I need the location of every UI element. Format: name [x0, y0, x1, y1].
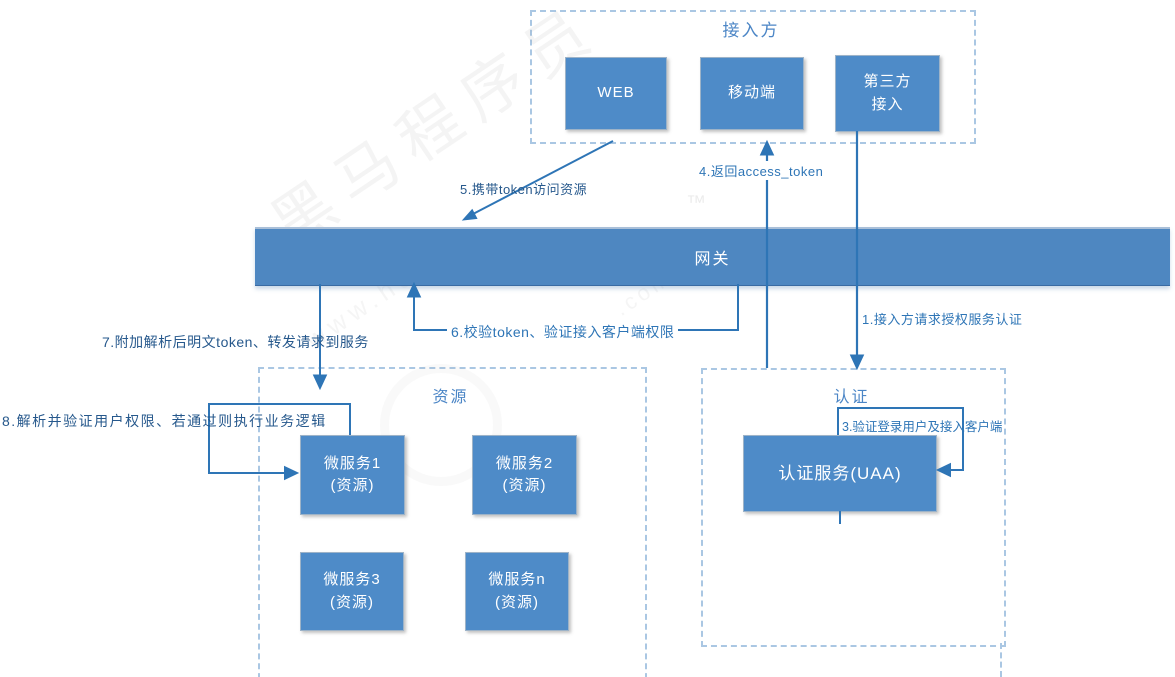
- auth-group-right-edge-extension: [1000, 643, 1002, 677]
- web-box-label: WEB: [597, 84, 635, 102]
- step7-label: 7.附加解析后明文token、转发请求到服务: [102, 334, 369, 350]
- microservice-3-label-line2: (资源): [330, 593, 374, 611]
- mobile-box-label: 移动端: [727, 84, 776, 102]
- microservice-n-label-line1: 微服务n: [488, 571, 546, 588]
- step5-label: 5.携带token访问资源: [460, 182, 588, 197]
- step3-label: 3.验证登录用户及接入客户端: [842, 420, 1003, 434]
- step8-label: 8.解析并验证用户权限、若通过则执行业务逻辑: [2, 413, 327, 429]
- mobile-box: 移动端: [700, 57, 804, 130]
- microservice-1-box: 微服务1 (资源): [300, 435, 405, 515]
- connector-step1-arrowhead: [849, 354, 865, 371]
- microservice-2-label-line1: 微服务2: [495, 454, 554, 472]
- step1-label: 1.接入方请求授权服务认证: [862, 312, 1023, 327]
- access-group-box: [530, 10, 976, 144]
- resource-group-box: [258, 367, 647, 677]
- microservice-n-box: 微服务n (资源): [465, 552, 569, 631]
- uaa-box: 认证服务(UAA): [743, 435, 937, 512]
- microservice-n-label-line2: (资源): [495, 593, 539, 611]
- gateway-label: 网关: [694, 251, 731, 268]
- access-group-title: 接入方: [722, 21, 780, 40]
- microservice-3-box: 微服务3 (资源): [300, 552, 404, 631]
- microservice-1-label-line1: 微服务1: [323, 454, 382, 472]
- step6-label: 6.校验token、验证接入客户端权限: [447, 322, 679, 342]
- resource-group-title: 资源: [432, 389, 469, 406]
- microservice-2-label-line2: (资源): [502, 477, 547, 494]
- web-box: WEB: [565, 57, 667, 130]
- microservice-1-label-line2: (资源): [330, 477, 375, 494]
- uaa-box-label: 认证服务(UAA): [778, 463, 902, 483]
- microservice-2-box: 微服务2 (资源): [472, 435, 577, 515]
- third-party-box: 第三方 接入: [835, 55, 940, 132]
- step4-label: 4.返回access_token: [695, 161, 828, 180]
- third-party-box-label-line1: 第三方: [863, 73, 912, 90]
- connector-step5-line: [472, 140, 614, 215]
- gateway-bar: 网关: [255, 227, 1170, 286]
- microservice-3-label-line1: 微服务3: [323, 571, 381, 588]
- third-party-box-label-line2: 接入: [871, 95, 904, 113]
- watermark-tm-mark: ™: [686, 192, 706, 214]
- connector-step5-arrowhead: [461, 208, 478, 221]
- auth-group-title: 认证: [833, 389, 870, 406]
